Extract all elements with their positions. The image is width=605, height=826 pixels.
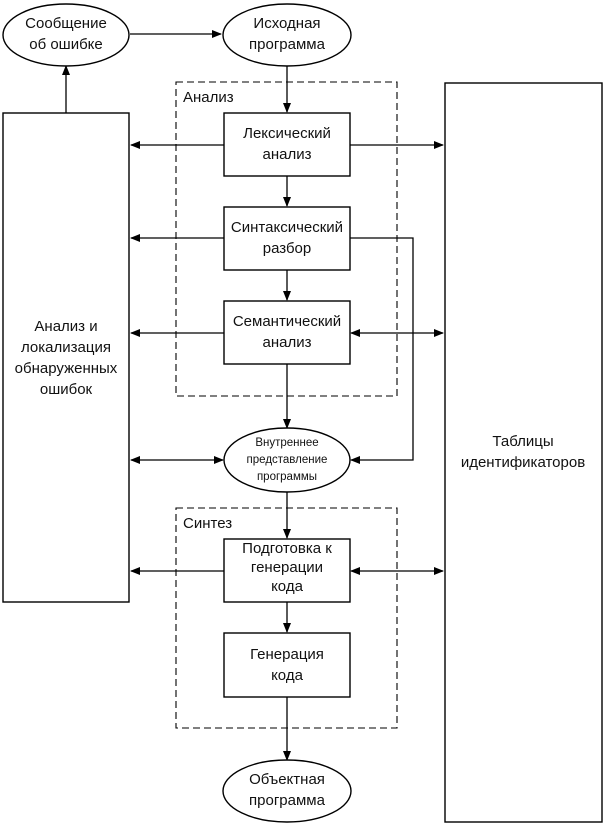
svg-text:Таблицы: Таблицы	[492, 433, 553, 450]
object-program-node: Объектная программа	[222, 759, 352, 823]
error-message-node: Сообщение об ошибке	[2, 3, 130, 67]
error-analysis-box: Анализ и локализация обнаруженных ошибок	[2, 112, 130, 603]
synthesis-group-label: Синтез	[183, 515, 232, 532]
code-preparation-box: Подготовка к генерации кода	[223, 538, 351, 603]
arrow-syntax-to-internal	[350, 237, 414, 464]
analysis-group-label: Анализ	[183, 89, 234, 106]
svg-text:идентификаторов: идентификаторов	[461, 454, 585, 471]
svg-text:программа: программа	[249, 36, 326, 53]
internal-representation-node: Внутреннее представление программы	[223, 427, 351, 493]
svg-text:генерации: генерации	[251, 559, 323, 576]
svg-text:Сообщение: Сообщение	[25, 15, 107, 32]
svg-text:Внутреннее: Внутреннее	[255, 437, 318, 449]
svg-text:анализ: анализ	[263, 146, 312, 163]
svg-text:Объектная: Объектная	[249, 771, 325, 788]
svg-text:Генерация: Генерация	[250, 646, 324, 663]
svg-text:Семантический: Семантический	[233, 313, 341, 330]
semantic-analysis-box: Семантический анализ	[223, 300, 351, 365]
code-generation-box: Генерация кода	[223, 632, 351, 698]
svg-text:кода: кода	[271, 578, 303, 595]
svg-text:Исходная: Исходная	[253, 15, 320, 32]
svg-text:кода: кода	[271, 667, 303, 684]
svg-text:Лексический: Лексический	[243, 125, 331, 142]
svg-text:разбор: разбор	[263, 240, 312, 257]
source-program-node: Исходная программа	[222, 3, 352, 67]
svg-text:программа: программа	[249, 792, 326, 809]
svg-text:ошибок: ошибок	[40, 381, 93, 398]
lexical-analysis-box: Лексический анализ	[223, 112, 351, 177]
svg-text:представление: представление	[247, 454, 328, 466]
svg-text:локализация: локализация	[21, 339, 111, 356]
syntax-analysis-box: Синтаксический разбор	[223, 206, 351, 271]
svg-text:Анализ и: Анализ и	[34, 318, 97, 335]
svg-text:программы: программы	[257, 471, 317, 483]
svg-text:Подготовка к: Подготовка к	[242, 540, 332, 557]
svg-text:обнаруженных: обнаруженных	[15, 360, 118, 377]
identifier-tables-box: Таблицы идентификаторов	[444, 82, 603, 823]
svg-text:анализ: анализ	[263, 334, 312, 351]
svg-text:об ошибке: об ошибке	[29, 36, 103, 53]
svg-text:Синтаксический: Синтаксический	[231, 219, 343, 236]
